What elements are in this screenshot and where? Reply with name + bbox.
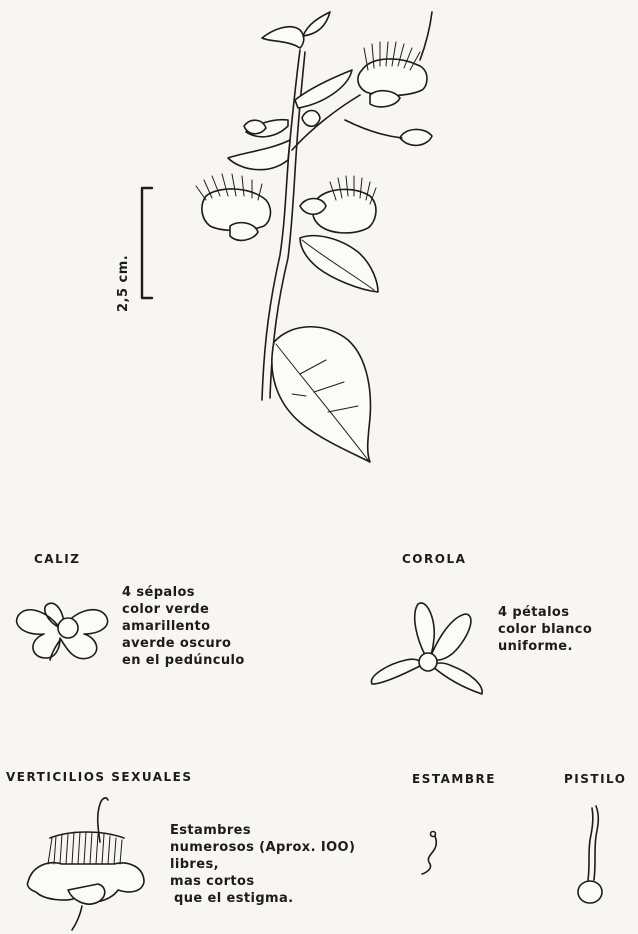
corola-desc-line: uniforme. <box>498 638 592 655</box>
caliz-description: 4 sépalos color verde amarillento averde… <box>122 584 245 669</box>
corola-desc-line: 4 pétalos <box>498 604 592 621</box>
verticilios-illustration <box>14 794 154 934</box>
corola-description: 4 pétalos color blanco uniforme. <box>498 604 592 655</box>
verticilios-desc-line: libres, <box>170 856 355 873</box>
caliz-desc-line: en el pedúnculo <box>122 652 245 669</box>
verticilios-title: VERTICILIOS SEXUALES <box>6 770 192 784</box>
caliz-illustration <box>8 582 118 672</box>
caliz-title: CALIZ <box>34 552 80 566</box>
estambre-title: ESTAMBRE <box>412 772 496 786</box>
caliz-desc-line: averde oscuro <box>122 635 245 652</box>
corola-title: COROLA <box>402 552 466 566</box>
pistilo-illustration <box>574 800 614 910</box>
scale-label: 2,5 cm. <box>116 255 131 312</box>
caliz-desc-line: 4 sépalos <box>122 584 245 601</box>
verticilios-description: Estambres numerosos (Aprox. IOO) libres,… <box>170 822 355 907</box>
scale-bar <box>140 186 160 306</box>
pistilo-title: PISTILO <box>564 772 626 786</box>
caliz-desc-line: amarillento <box>122 618 245 635</box>
verticilios-desc-line: que el estigma. <box>174 890 355 907</box>
verticilios-desc-line: mas cortos <box>170 873 355 890</box>
corola-desc-line: color blanco <box>498 621 592 638</box>
corola-illustration <box>366 598 490 702</box>
verticilios-desc-line: Estambres <box>170 822 355 839</box>
caliz-desc-line: color verde <box>122 601 245 618</box>
verticilios-desc-line: numerosos (Aprox. IOO) <box>170 839 355 856</box>
estambre-illustration <box>418 830 448 880</box>
